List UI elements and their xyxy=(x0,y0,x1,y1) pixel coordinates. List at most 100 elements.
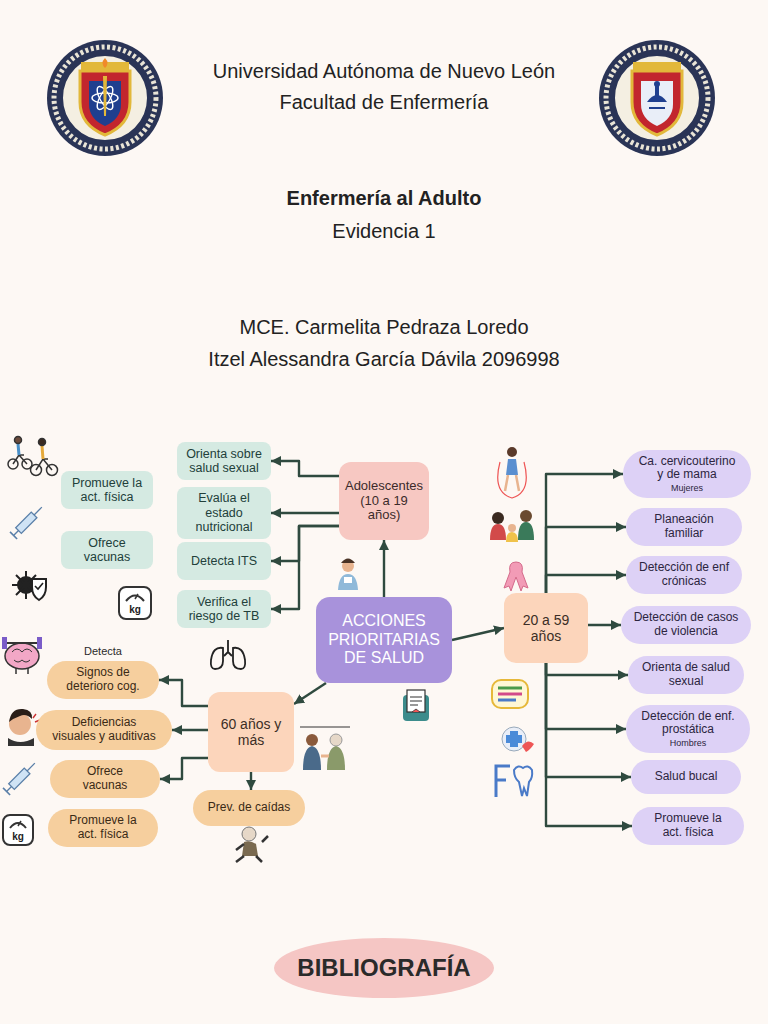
bicycles-icon xyxy=(18,444,19,455)
syringe-icon xyxy=(27,763,35,771)
scale-icon xyxy=(135,594,138,599)
syringe-icon xyxy=(9,768,30,789)
action-ellipse: Detección de enf crónicas xyxy=(626,556,742,594)
node-text: 60 años y más xyxy=(214,716,288,748)
university-seal xyxy=(47,40,163,156)
scale-unit: kg xyxy=(119,604,151,616)
jump-rope-icon xyxy=(506,459,518,475)
central-topic: ACCIONES PRIORITARIAS DE SALUD xyxy=(316,597,452,683)
sub-label: Mujeres xyxy=(671,483,703,493)
node-text: Ofrece vacunas xyxy=(67,536,147,565)
faculty-seal xyxy=(641,81,673,126)
dental-icon xyxy=(514,766,532,796)
action-ellipse: Planeación familiar xyxy=(626,508,742,546)
node-text: Adolescentes (10 a 19 años) xyxy=(345,479,423,524)
jump-rope-icon xyxy=(505,475,519,491)
connector-arrow xyxy=(452,628,504,640)
headache-icon xyxy=(8,738,34,746)
connector-arrow xyxy=(250,772,252,790)
syringe-icon xyxy=(10,532,17,539)
scale-icon xyxy=(119,587,151,619)
prevention-badge-icon xyxy=(498,699,516,702)
connector-arrow xyxy=(546,575,626,593)
node-text: Detecta ITS xyxy=(191,554,257,568)
syringe-icon xyxy=(10,504,45,539)
syringe-icon xyxy=(3,788,10,795)
lungs-icon xyxy=(233,648,245,669)
nurse-icon xyxy=(338,574,358,590)
bibliography-ellipse: BIBLIOGRAFÍA xyxy=(274,938,494,998)
action-ellipse: Ofrece vacunas xyxy=(50,760,160,798)
jump-rope-icon xyxy=(498,447,527,498)
elderly-couple-icon xyxy=(330,734,342,746)
action-ellipse: DetectaSignos de deterioro cog. xyxy=(47,661,159,699)
faculty-seal xyxy=(599,40,715,156)
connector-arrow xyxy=(159,680,208,706)
node-text: Detección de enf crónicas xyxy=(638,561,730,589)
header-text: MCE. Carmelita Pedraza Loredo xyxy=(160,315,608,339)
family-icon xyxy=(490,524,506,540)
jump-rope-icon xyxy=(498,462,527,498)
age-group-box: 60 años y más xyxy=(208,692,294,772)
node-text: 20 a 59 años xyxy=(510,612,582,644)
node-text: Detección de casos de violencia xyxy=(633,611,739,639)
prevention-badge-icon xyxy=(498,687,522,690)
scale-icon xyxy=(3,815,33,845)
syringe-icon xyxy=(16,512,37,533)
clipboard-icon xyxy=(407,690,425,712)
faculty-seal xyxy=(606,47,708,149)
action-ellipse: Detección de enf. prostáticaHombres xyxy=(626,705,750,754)
connector-arrow xyxy=(546,663,632,826)
action-ellipse: Prev. de caídas xyxy=(193,790,305,826)
bicycles-icon xyxy=(36,459,52,470)
elderly-couple-icon xyxy=(321,755,329,758)
connector-arrow xyxy=(588,624,621,626)
university-seal xyxy=(62,55,148,141)
node-text: Promueve la act. física xyxy=(62,814,144,842)
scale-icon xyxy=(119,587,151,619)
node-text: Ofrece vacunas xyxy=(64,765,146,793)
connector-arrow xyxy=(172,729,208,731)
node-text: Prev. de caídas xyxy=(208,801,291,815)
syringe-icon xyxy=(34,507,42,515)
falling-man-icon xyxy=(236,827,268,862)
brain-icon xyxy=(2,637,42,674)
elderly-couple-icon xyxy=(300,727,350,728)
faculty-seal xyxy=(632,71,682,135)
node-text: Deficiencias visuales y auditivas xyxy=(50,716,158,744)
action-box: Detecta ITS xyxy=(177,542,271,580)
bicycles-icon xyxy=(39,439,46,446)
node-text: ACCIONES PRIORITARIAS DE SALUD xyxy=(324,612,444,667)
scale-unit: kg xyxy=(3,831,33,843)
prevention-badge-icon xyxy=(492,680,528,708)
age-group-box: 20 a 59 años xyxy=(504,593,588,663)
dental-icon xyxy=(496,766,532,797)
family-icon xyxy=(518,522,534,540)
connector-arrow xyxy=(271,512,339,514)
connector-arrow xyxy=(160,758,208,779)
university-seal xyxy=(103,58,108,68)
header-text: Evidencia 1 xyxy=(160,219,608,243)
action-ellipse: Orienta de salud sexual xyxy=(628,656,744,694)
brain-icon xyxy=(37,637,42,649)
lungs-icon xyxy=(224,640,232,656)
faculty-seal xyxy=(655,86,659,100)
elderly-couple-icon xyxy=(300,727,350,770)
falling-man-icon xyxy=(236,836,268,862)
nurse-icon xyxy=(344,577,352,583)
action-ellipse: Deficiencias visuales y auditivas xyxy=(36,710,172,750)
header-text: Universidad Autónoma de Nuevo León xyxy=(160,59,608,83)
syringe-icon xyxy=(14,530,19,535)
connectors xyxy=(159,461,632,826)
header-text: Facultad de Enfermería xyxy=(160,90,608,114)
document-title: Enfermería al Adulto xyxy=(160,186,608,210)
headache-icon xyxy=(9,709,32,722)
action-ellipse: Promueve la act. física xyxy=(48,809,158,847)
prevention-badge-icon xyxy=(492,680,528,708)
university-seal xyxy=(54,47,156,149)
virus-shield-icon xyxy=(35,583,43,589)
falling-man-icon xyxy=(242,827,256,841)
faculty-seal xyxy=(614,55,700,141)
ribbon-icon xyxy=(504,562,528,591)
